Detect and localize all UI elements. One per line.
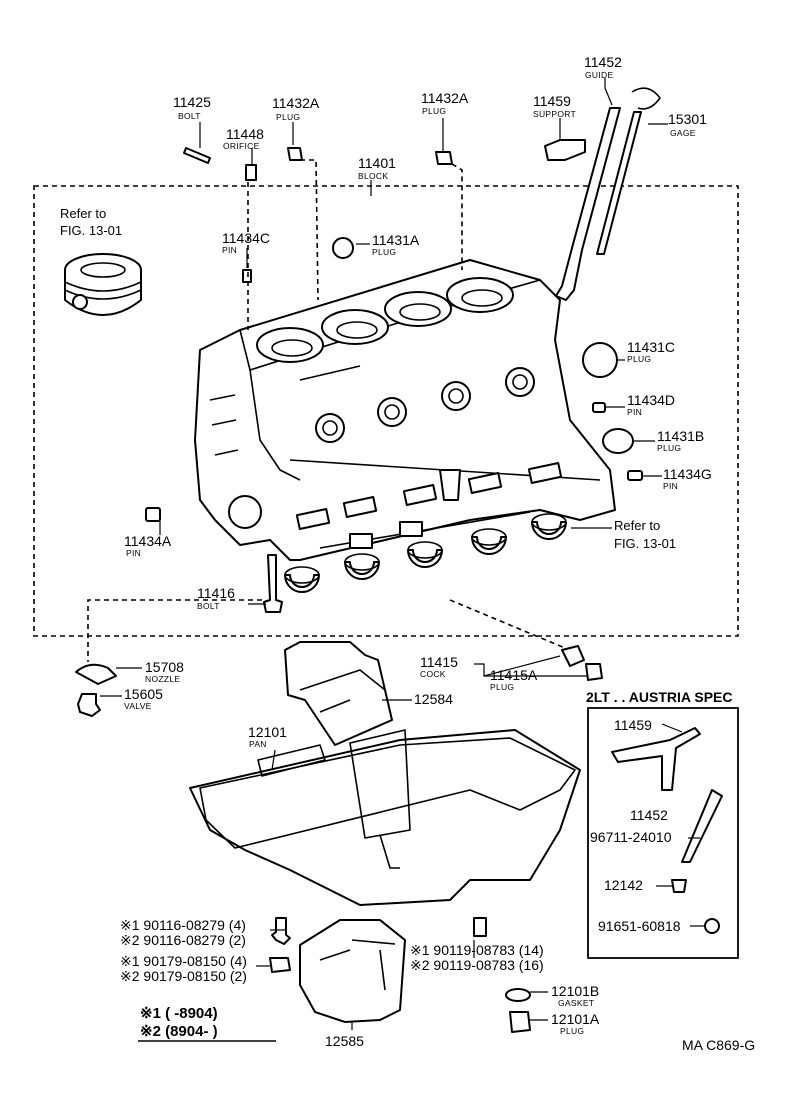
label-12101b-number: 12101B <box>551 983 599 999</box>
label-12584-number: 12584 <box>414 691 453 707</box>
oil-level-gauge-guide <box>544 87 661 301</box>
label-11452-number: 11452 <box>584 54 622 70</box>
refer-to-notes: Refer to FIG. 13-01 Refer to FIG. 13-01 <box>60 206 676 551</box>
label-11401-name: BLOCK <box>358 171 388 181</box>
oil-pan-12101 <box>189 729 581 906</box>
label-15301-number: 15301 <box>668 111 707 127</box>
fastener-90116-s2: ※2 90116-08279 (2) <box>120 932 246 948</box>
legend-s1: ※1 ( -8904) <box>140 1005 218 1022</box>
austria-spec-box <box>587 707 739 959</box>
austria-spec-labels: 2LT . . AUSTRIA SPEC 11459 11452 96711-2… <box>586 689 733 934</box>
part-labels: 11425 BOLT 11448 ORIFICE 11432A PLUG 114… <box>124 54 712 1049</box>
fastener-90179-s1: ※1 90179-08150 (4) <box>120 953 247 969</box>
label-11434d-name: PIN <box>627 407 642 417</box>
label-11459-name: SUPPORT <box>533 109 576 119</box>
cylinder-block-illustration <box>194 259 616 561</box>
piston-illustration <box>64 253 142 316</box>
label-11416-number: 11416 <box>197 585 235 601</box>
label-12101a-name: PLUG <box>560 1026 584 1036</box>
small-parts-top <box>183 147 453 283</box>
label-12585-number: 12585 <box>325 1033 364 1049</box>
label-11431b-number: 11431B <box>657 428 704 444</box>
label-11432a-1-name: PLUG <box>276 112 300 122</box>
label-11434a-number: 11434A <box>124 533 172 549</box>
label-11432a-2-number: 11432A <box>421 90 469 106</box>
label-11431c-name: PLUG <box>627 354 651 364</box>
austria-spec-title: 2LT . . AUSTRIA SPEC <box>586 689 733 705</box>
fastener-90119-s1: ※1 90119-08783 (14) <box>410 942 544 958</box>
label-11415-name: COCK <box>420 669 446 679</box>
label-11415a-number: 11415A <box>490 667 538 683</box>
austria-item-11459: 11459 <box>614 717 652 733</box>
side-plugs-pins <box>145 342 643 613</box>
austria-item-91651: 91651-60818 <box>598 918 681 934</box>
pan-fasteners <box>269 917 531 1033</box>
label-12101b-name: GASKET <box>558 998 594 1008</box>
label-11434c-number: 11434C <box>222 230 270 246</box>
label-15605-number: 15605 <box>124 686 163 702</box>
legend-s2: ※2 (8904- ) <box>140 1023 218 1040</box>
label-11415-number: 11415 <box>420 654 458 670</box>
leader-lines <box>87 78 668 1030</box>
label-11431a-name: PLUG <box>372 247 396 257</box>
label-11434g-name: PIN <box>663 481 678 491</box>
date-legend: ※1 ( -8904) ※2 (8904- ) <box>138 1005 276 1042</box>
fastener-part-numbers: ※1 90116-08279 (4) ※2 90116-08279 (2) ※1… <box>120 917 544 984</box>
fastener-90179-s2: ※2 90179-08150 (2) <box>120 968 247 984</box>
refer-to-bearing-line2: FIG. 13-01 <box>614 536 676 551</box>
austria-item-96711: 96711-24010 <box>590 829 672 845</box>
label-15708-number: 15708 <box>145 659 184 675</box>
fastener-90119-s2: ※2 90119-08783 (16) <box>410 957 544 973</box>
block-boundary-dashed <box>33 185 739 637</box>
label-11452-name: GUIDE <box>585 70 613 80</box>
fastener-90116-s1: ※1 90116-08279 (4) <box>120 917 246 933</box>
label-11448-name: ORIFICE <box>223 141 260 151</box>
label-11425-number: 11425 <box>173 94 211 110</box>
label-15301-name: GAGE <box>670 128 696 138</box>
label-12101-name: PAN <box>249 739 267 749</box>
diagram-code: MA C869-G <box>682 1037 755 1053</box>
label-15708-name: NOZZLE <box>145 674 180 684</box>
label-11434g-number: 11434G <box>663 466 712 482</box>
label-11459-number: 11459 <box>533 93 571 109</box>
drain-cock <box>561 645 603 681</box>
label-11432a-1-number: 11432A <box>272 95 320 111</box>
baffle-plate-12584 <box>284 641 393 746</box>
label-11431b-name: PLUG <box>657 443 681 453</box>
label-11434d-number: 11434D <box>627 392 675 408</box>
nozzle-valve <box>75 663 117 717</box>
label-15605-name: VALVE <box>124 701 152 711</box>
label-11434a-name: PIN <box>126 548 141 558</box>
austria-item-11452: 11452 <box>630 807 668 823</box>
label-11425-name: BOLT <box>178 111 201 121</box>
label-11401-number: 11401 <box>358 155 396 171</box>
label-11434c-name: PIN <box>222 245 237 255</box>
oil-pan-no2-12585 <box>299 919 406 1023</box>
label-11431c-number: 11431C <box>627 339 675 355</box>
label-11431a-number: 11431A <box>372 232 420 248</box>
main-bearings <box>284 513 567 593</box>
refer-to-bearing-line1: Refer to <box>614 518 660 533</box>
refer-to-piston-line2: FIG. 13-01 <box>60 223 122 238</box>
label-11416-name: BOLT <box>197 601 220 611</box>
label-11432a-2-name: PLUG <box>422 106 446 116</box>
refer-to-piston-line1: Refer to <box>60 206 106 221</box>
label-12101-number: 12101 <box>248 724 287 740</box>
label-11415a-name: PLUG <box>490 682 514 692</box>
label-12101a-number: 12101A <box>551 1011 600 1027</box>
label-11448-number: 11448 <box>226 126 264 142</box>
austria-item-12142: 12142 <box>604 877 643 893</box>
